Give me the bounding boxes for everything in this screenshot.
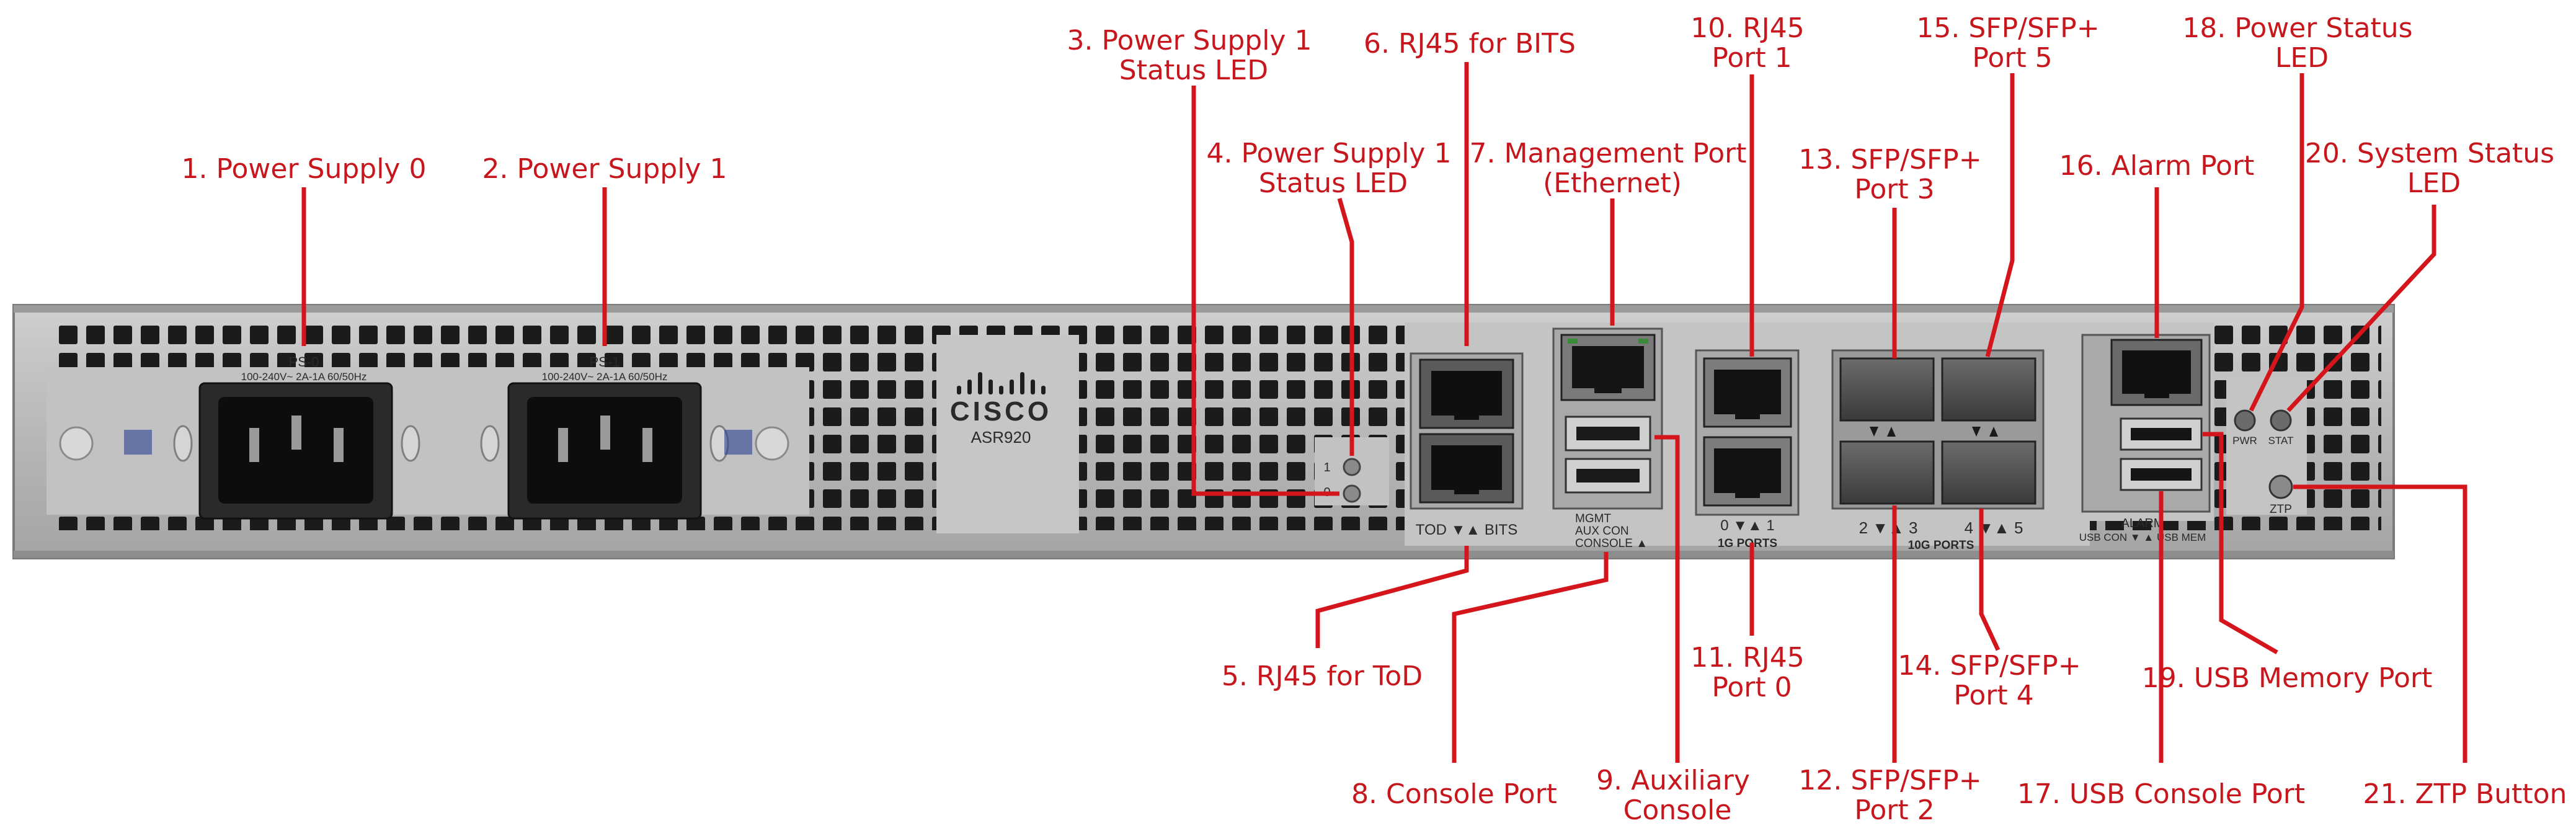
leader-4 — [1337, 198, 1354, 456]
power-supply-1[interactable]: PS-1 100-240V~ 2A-1A 60/50Hz — [480, 354, 789, 520]
callout-4: 4. Power Supply 1 Status LED — [1207, 138, 1460, 199]
stat-label: STAT — [2268, 435, 2294, 447]
ports-1g-label: 1G PORTS — [1718, 537, 1777, 550]
callout-3: 3. Power Supply 1 Status LED — [1067, 25, 1321, 86]
callout-6: 6. RJ45 for BITS — [1364, 28, 1576, 60]
leader-14 — [1979, 509, 2001, 651]
callout-11: 11. RJ45 Port 0 — [1690, 642, 1813, 703]
alarm-port[interactable] — [2110, 339, 2203, 406]
leader-3 — [1191, 86, 1339, 496]
model-label: ASR920 — [971, 428, 1031, 447]
callout-7: 7. Management Port (Ethernet) — [1469, 138, 1755, 199]
usb-memory-port[interactable] — [2120, 417, 2203, 451]
ps0-label: PS-0 — [289, 354, 319, 370]
callout-18: 18. Power Status LED — [2182, 12, 2421, 74]
callouts: 1. Power Supply 0 2. Power Supply 1 3. P… — [182, 12, 2567, 826]
callout-20: 20. System Status LED — [2305, 138, 2563, 199]
console-label: CONSOLE ▲ — [1575, 537, 1648, 550]
led-1-icon — [1343, 458, 1361, 476]
callout-16: 16. Alarm Port — [2059, 150, 2255, 182]
leader-5 — [1315, 546, 1469, 648]
usb-console-port[interactable] — [2120, 458, 2203, 491]
callout-5: 5. RJ45 for ToD — [1222, 660, 1423, 692]
led-1-label: 1 — [1323, 461, 1330, 474]
alarm-usb-module: ALARM USB CON ▼ ▲ USB MEM — [2079, 334, 2211, 543]
sfp-port-4[interactable] — [1941, 440, 2036, 505]
cisco-logo: CISCO ASR920 — [950, 372, 1052, 447]
auxiliary-console-port[interactable] — [1565, 416, 1651, 451]
brand-wordmark: CISCO — [950, 396, 1052, 427]
leader-9 — [1654, 435, 1680, 763]
usb-labels: USB CON ▼ ▲ USB MEM — [2079, 531, 2206, 543]
leader-15 — [1985, 73, 2015, 357]
led-0-icon — [1343, 484, 1361, 503]
power-supply-0[interactable]: PS-0 100-240V~ 2A-1A 60/50Hz — [59, 354, 420, 520]
callout-21: 21. ZTP Button — [2363, 778, 2567, 810]
sfp-left-nums: 2 ▼▲ 3 — [1859, 518, 1918, 537]
callout-10: 10. RJ45 Port 1 — [1690, 12, 1813, 74]
rj45-1g-module: 0 ▼▲ 1 1G PORTS — [1695, 349, 1800, 550]
callout-15: 15. SFP/SFP+ Port 5 — [1916, 12, 2108, 74]
tod-bits-module: TOD ▼▲ BITS — [1410, 352, 1524, 538]
sfp-port-5[interactable] — [1941, 357, 2036, 422]
ps1-rating: 100-240V~ 2A-1A 60/50Hz — [542, 371, 668, 383]
ztp-button[interactable] — [2268, 474, 2293, 499]
leader-20 — [2286, 205, 2436, 412]
sfp-right-nums: 4 ▼▲ 5 — [1965, 518, 2023, 537]
callout-8: 8. Console Port — [1351, 778, 1557, 810]
rj45-tod-port[interactable] — [1419, 433, 1514, 504]
mgmt-label: MGMT — [1575, 512, 1611, 525]
callout-19: 19. USB Memory Port — [2142, 662, 2432, 694]
ports-10g-label: 10G PORTS — [1908, 539, 1974, 552]
ztp-label: ZTP — [2270, 503, 2292, 516]
console-port[interactable] — [1565, 458, 1651, 494]
mgmt-console-module: MGMT AUX CON CONSOLE ▲ — [1552, 327, 1663, 550]
callout-17: 17. USB Console Port — [2017, 778, 2305, 810]
rj45-port-1[interactable] — [1703, 357, 1792, 428]
management-port[interactable] — [1560, 334, 1656, 401]
sfp-port-2[interactable] — [1839, 440, 1935, 505]
status-panel: PWR STAT ZTP — [2232, 409, 2294, 516]
pwr-label: PWR — [2232, 435, 2257, 447]
ps0-rating: 100-240V~ 2A-1A 60/50Hz — [241, 371, 367, 383]
sfp-module: 2 ▼▲ 3 4 ▼▲ 5 10G PORTS — [1831, 349, 2045, 552]
callout-14: 14. SFP/SFP+ Port 4 — [1898, 650, 2089, 711]
leader-lines — [301, 62, 2467, 763]
alarm-label: ALARM — [2121, 517, 2164, 530]
ps1-label: PS-1 — [590, 354, 620, 370]
callout-1: 1. Power Supply 0 — [182, 153, 427, 185]
leader-8 — [1452, 552, 1609, 763]
callout-12: 12. SFP/SFP+ Port 2 — [1798, 765, 1990, 826]
system-status-led-icon — [2270, 409, 2292, 432]
rj45-bits-port[interactable] — [1419, 358, 1514, 429]
aux-con-label: AUX CON — [1575, 525, 1629, 538]
ports-1g-nums: 0 ▼▲ 1 — [1720, 517, 1775, 534]
sfp-port-3[interactable] — [1839, 357, 1935, 422]
callout-13: 13. SFP/SFP+ Port 3 — [1798, 144, 1990, 205]
leader-18 — [2249, 73, 2304, 412]
rj45-port-0[interactable] — [1703, 436, 1792, 507]
power-status-led-icon — [2234, 409, 2256, 432]
leader-21 — [2293, 484, 2467, 763]
leader-19 — [2203, 432, 2278, 655]
callout-2: 2. Power Supply 1 — [482, 153, 727, 185]
tod-bits-label: TOD ▼▲ BITS — [1416, 522, 1517, 538]
callout-9: 9. Auxiliary Console — [1596, 765, 1759, 826]
